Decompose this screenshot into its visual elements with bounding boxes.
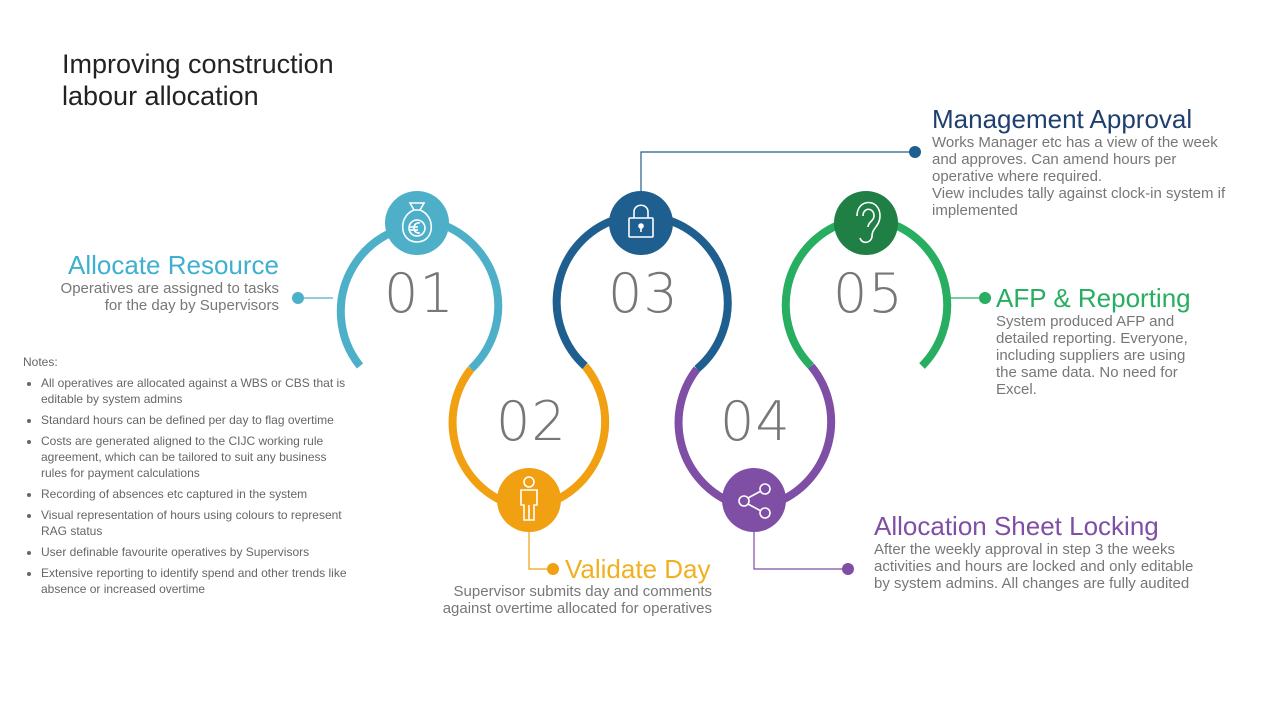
step-05-desc-line: System produced AFP and bbox=[996, 313, 1175, 330]
arc-04-b bbox=[780, 363, 836, 504]
title-line-2: labour allocation bbox=[62, 81, 259, 111]
arc-04 bbox=[674, 366, 728, 504]
step-04-desc-line: After the weekly approval in step 3 the … bbox=[874, 541, 1175, 558]
step-05-text: AFP & Reporting System produced AFP and … bbox=[996, 283, 1191, 398]
title-line-1: Improving construction bbox=[62, 49, 334, 79]
step-01-desc-line: Operatives are assigned to tasks bbox=[60, 280, 279, 297]
step-03-desc-line: and approves. Can amend hours per bbox=[932, 151, 1177, 168]
step-03-text: Management Approval Works Manager etc ha… bbox=[932, 104, 1225, 219]
step-03-heading: Management Approval bbox=[932, 104, 1193, 134]
node-02 bbox=[497, 468, 561, 532]
connector-04 bbox=[753, 530, 854, 575]
step-05-heading: AFP & Reporting bbox=[996, 283, 1191, 313]
notes-item: Costs are generated aligned to the CIJC … bbox=[41, 433, 353, 481]
step-01-heading: Allocate Resource bbox=[68, 250, 279, 280]
step-02-description: Supervisor submits day and comments agai… bbox=[443, 583, 712, 617]
share-icon bbox=[738, 483, 771, 519]
step-03-description: Works Manager etc has a view of the week… bbox=[932, 134, 1225, 219]
person-icon bbox=[520, 476, 538, 521]
step-01-description: Operatives are assigned to tasks for the… bbox=[61, 280, 279, 314]
connector-02 bbox=[528, 530, 559, 575]
arc-02-b bbox=[554, 363, 610, 504]
node-05 bbox=[834, 191, 898, 255]
step-02-desc-line: against overtime allocated for operative… bbox=[442, 600, 712, 617]
notes-item: Visual representation of hours using col… bbox=[41, 507, 353, 539]
ear-icon bbox=[856, 201, 881, 244]
step-05-description: System produced AFP and detailed reporti… bbox=[996, 313, 1191, 398]
node-04 bbox=[722, 468, 786, 532]
step-number-03: 03 bbox=[608, 262, 679, 325]
page-title: Improving construction labour allocation bbox=[62, 48, 334, 112]
node-03 bbox=[609, 191, 673, 255]
step-01-text: Allocate Resource Operatives are assigne… bbox=[61, 250, 279, 314]
step-02-heading: Validate Day bbox=[565, 554, 711, 584]
arc-02 bbox=[448, 366, 502, 504]
step-03-desc-line: View includes tally against clock-in sys… bbox=[932, 185, 1226, 202]
step-03-desc-line: Works Manager etc has a view of the week bbox=[932, 134, 1218, 151]
arc-05-b bbox=[893, 221, 952, 369]
step-05-desc-line: detailed reporting. Everyone, bbox=[996, 330, 1188, 347]
node-01 bbox=[385, 191, 449, 255]
connector-03 bbox=[640, 146, 921, 192]
step-03-desc-line: operative where required. bbox=[932, 168, 1103, 185]
notes-list: All operatives are allocated against a W… bbox=[23, 375, 353, 597]
money-bag-euro-icon bbox=[401, 202, 433, 243]
step-number-04: 04 bbox=[720, 390, 791, 453]
notes-item: Recording of absences etc captured in th… bbox=[41, 486, 353, 502]
step-01-desc-line: for the day by Supervisors bbox=[104, 297, 279, 314]
notes-item: Extensive reporting to identify spend an… bbox=[41, 565, 353, 597]
step-04-desc-line: by system admins. All changes are fully … bbox=[874, 575, 1190, 592]
notes-item: Standard hours can be defined per day to… bbox=[41, 412, 353, 428]
arc-05 bbox=[781, 221, 840, 369]
arc-03 bbox=[552, 216, 616, 369]
step-05-desc-line: the same data. No need for bbox=[996, 364, 1178, 381]
notes-item: User definable favourite operatives by S… bbox=[41, 544, 353, 560]
padlock-icon bbox=[628, 204, 654, 238]
step-number-05: 05 bbox=[833, 262, 904, 325]
notes-item: All operatives are allocated against a W… bbox=[41, 375, 353, 407]
step-05-desc-line: including suppliers are using bbox=[996, 347, 1186, 364]
step-number-01: 01 bbox=[384, 262, 455, 325]
step-03-desc-line: implemented bbox=[932, 202, 1018, 219]
step-02-desc-line: Supervisor submits day and comments bbox=[453, 583, 712, 600]
step-04-description: After the weekly approval in step 3 the … bbox=[874, 541, 1193, 592]
connector-05 bbox=[950, 292, 991, 304]
connector-01 bbox=[292, 292, 333, 304]
arc-03-b bbox=[666, 216, 732, 373]
step-04-desc-line: activities and hours are locked and only… bbox=[874, 558, 1194, 575]
step-05-desc-line: Excel. bbox=[996, 381, 1037, 398]
step-04-heading: Allocation Sheet Locking bbox=[874, 511, 1159, 541]
step-04-text: Allocation Sheet Locking After the weekl… bbox=[874, 511, 1193, 592]
arc-01-b bbox=[444, 222, 503, 372]
step-number-02: 02 bbox=[496, 390, 567, 453]
notes-heading: Notes: bbox=[23, 355, 58, 369]
notes-panel: Notes: All operatives are allocated agai… bbox=[23, 355, 353, 602]
